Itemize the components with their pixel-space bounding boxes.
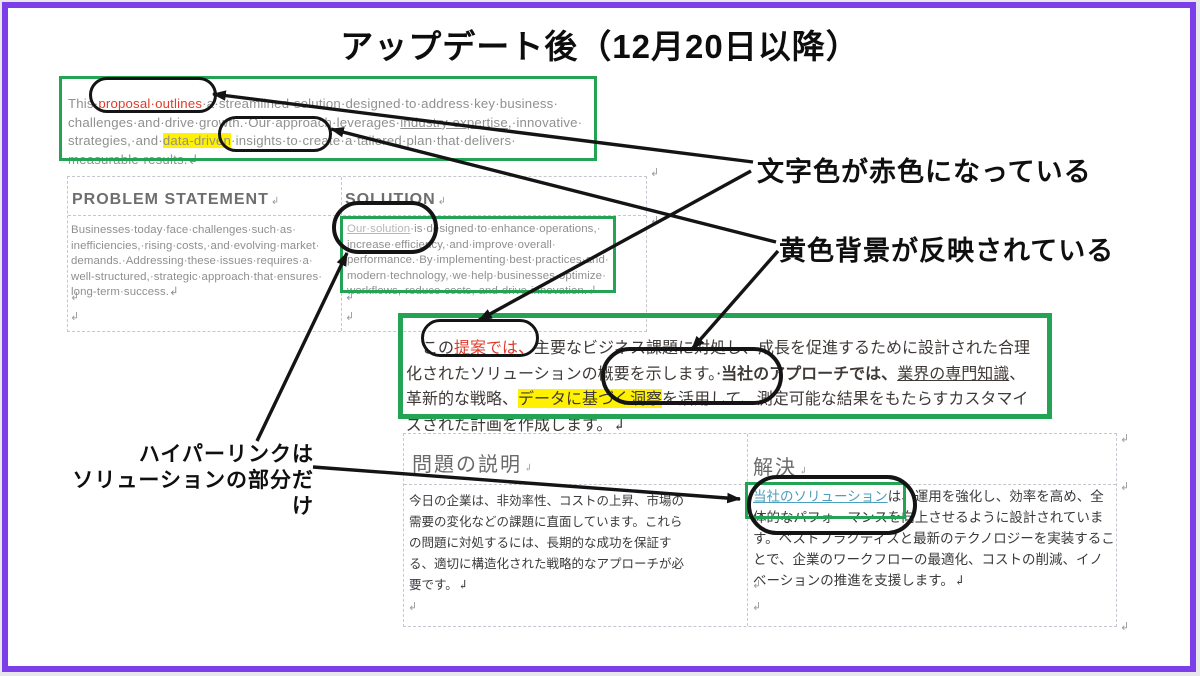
pilcrow-mark: ↲ bbox=[345, 291, 355, 303]
circle-solution-link-jp bbox=[747, 475, 917, 535]
column-header-problem-jp: 問題の説明↲ bbox=[412, 452, 535, 476]
circle-teian-deha bbox=[421, 319, 539, 357]
pilcrow-mark: ↲ bbox=[1120, 481, 1130, 493]
circle-proposal-outlines bbox=[89, 77, 217, 113]
pilcrow-mark: ↲ bbox=[650, 167, 660, 179]
annotation-hyperlink-line1: ハイパーリンクは bbox=[138, 443, 314, 466]
pilcrow-mark: ↲ bbox=[345, 311, 355, 323]
column-header-problem-statement: PROBLEM STATEMENT↲ bbox=[72, 191, 281, 208]
circle-data-insight-jp bbox=[601, 347, 783, 405]
problem-statement-cell: Businesses·​today·​face·​challenges·​suc… bbox=[71, 224, 323, 299]
pilcrow-mark: ↲ bbox=[752, 601, 762, 613]
pilcrow-mark: ↲ bbox=[408, 601, 418, 613]
pilcrow-mark: ↲ bbox=[270, 196, 281, 207]
annotation-hyperlink-line2: ソリューションの部分だけ bbox=[72, 469, 314, 518]
pilcrow-mark: ↲ bbox=[799, 466, 810, 477]
annotation-yellow-bg: 黄色背景が反映されている bbox=[779, 236, 1115, 266]
pilcrow-mark: ↲ bbox=[408, 579, 418, 591]
pilcrow-mark: ↲ bbox=[70, 291, 80, 303]
problem-cell-jp: 今日の企業は、非効率性、コストの上昇、市場の需要の変化などの課題に直面しています… bbox=[409, 493, 685, 592]
pilcrow-mark: ↲ bbox=[524, 463, 535, 474]
pilcrow-mark: ↲ bbox=[752, 579, 762, 591]
pilcrow-mark: ↲ bbox=[1120, 433, 1130, 445]
underlined-text-jp: 業界の専門知識 bbox=[897, 363, 1010, 383]
pilcrow-mark: ↲ bbox=[437, 196, 448, 207]
table-column-divider bbox=[747, 434, 748, 626]
page-title: アップデート後（12月20日以降） bbox=[340, 28, 860, 65]
circle-our-solution bbox=[332, 201, 438, 254]
circle-data-driven bbox=[218, 116, 332, 152]
annotation-hyperlink: ハイパーリンクは ソリューションの部分だけ bbox=[58, 442, 314, 520]
pilcrow-mark: ↲ bbox=[650, 215, 660, 227]
annotation-red-text: 文字色が赤色になっている bbox=[757, 157, 1092, 187]
pilcrow-mark: ↲ bbox=[1120, 621, 1130, 633]
pilcrow-mark: ↲ bbox=[70, 311, 80, 323]
